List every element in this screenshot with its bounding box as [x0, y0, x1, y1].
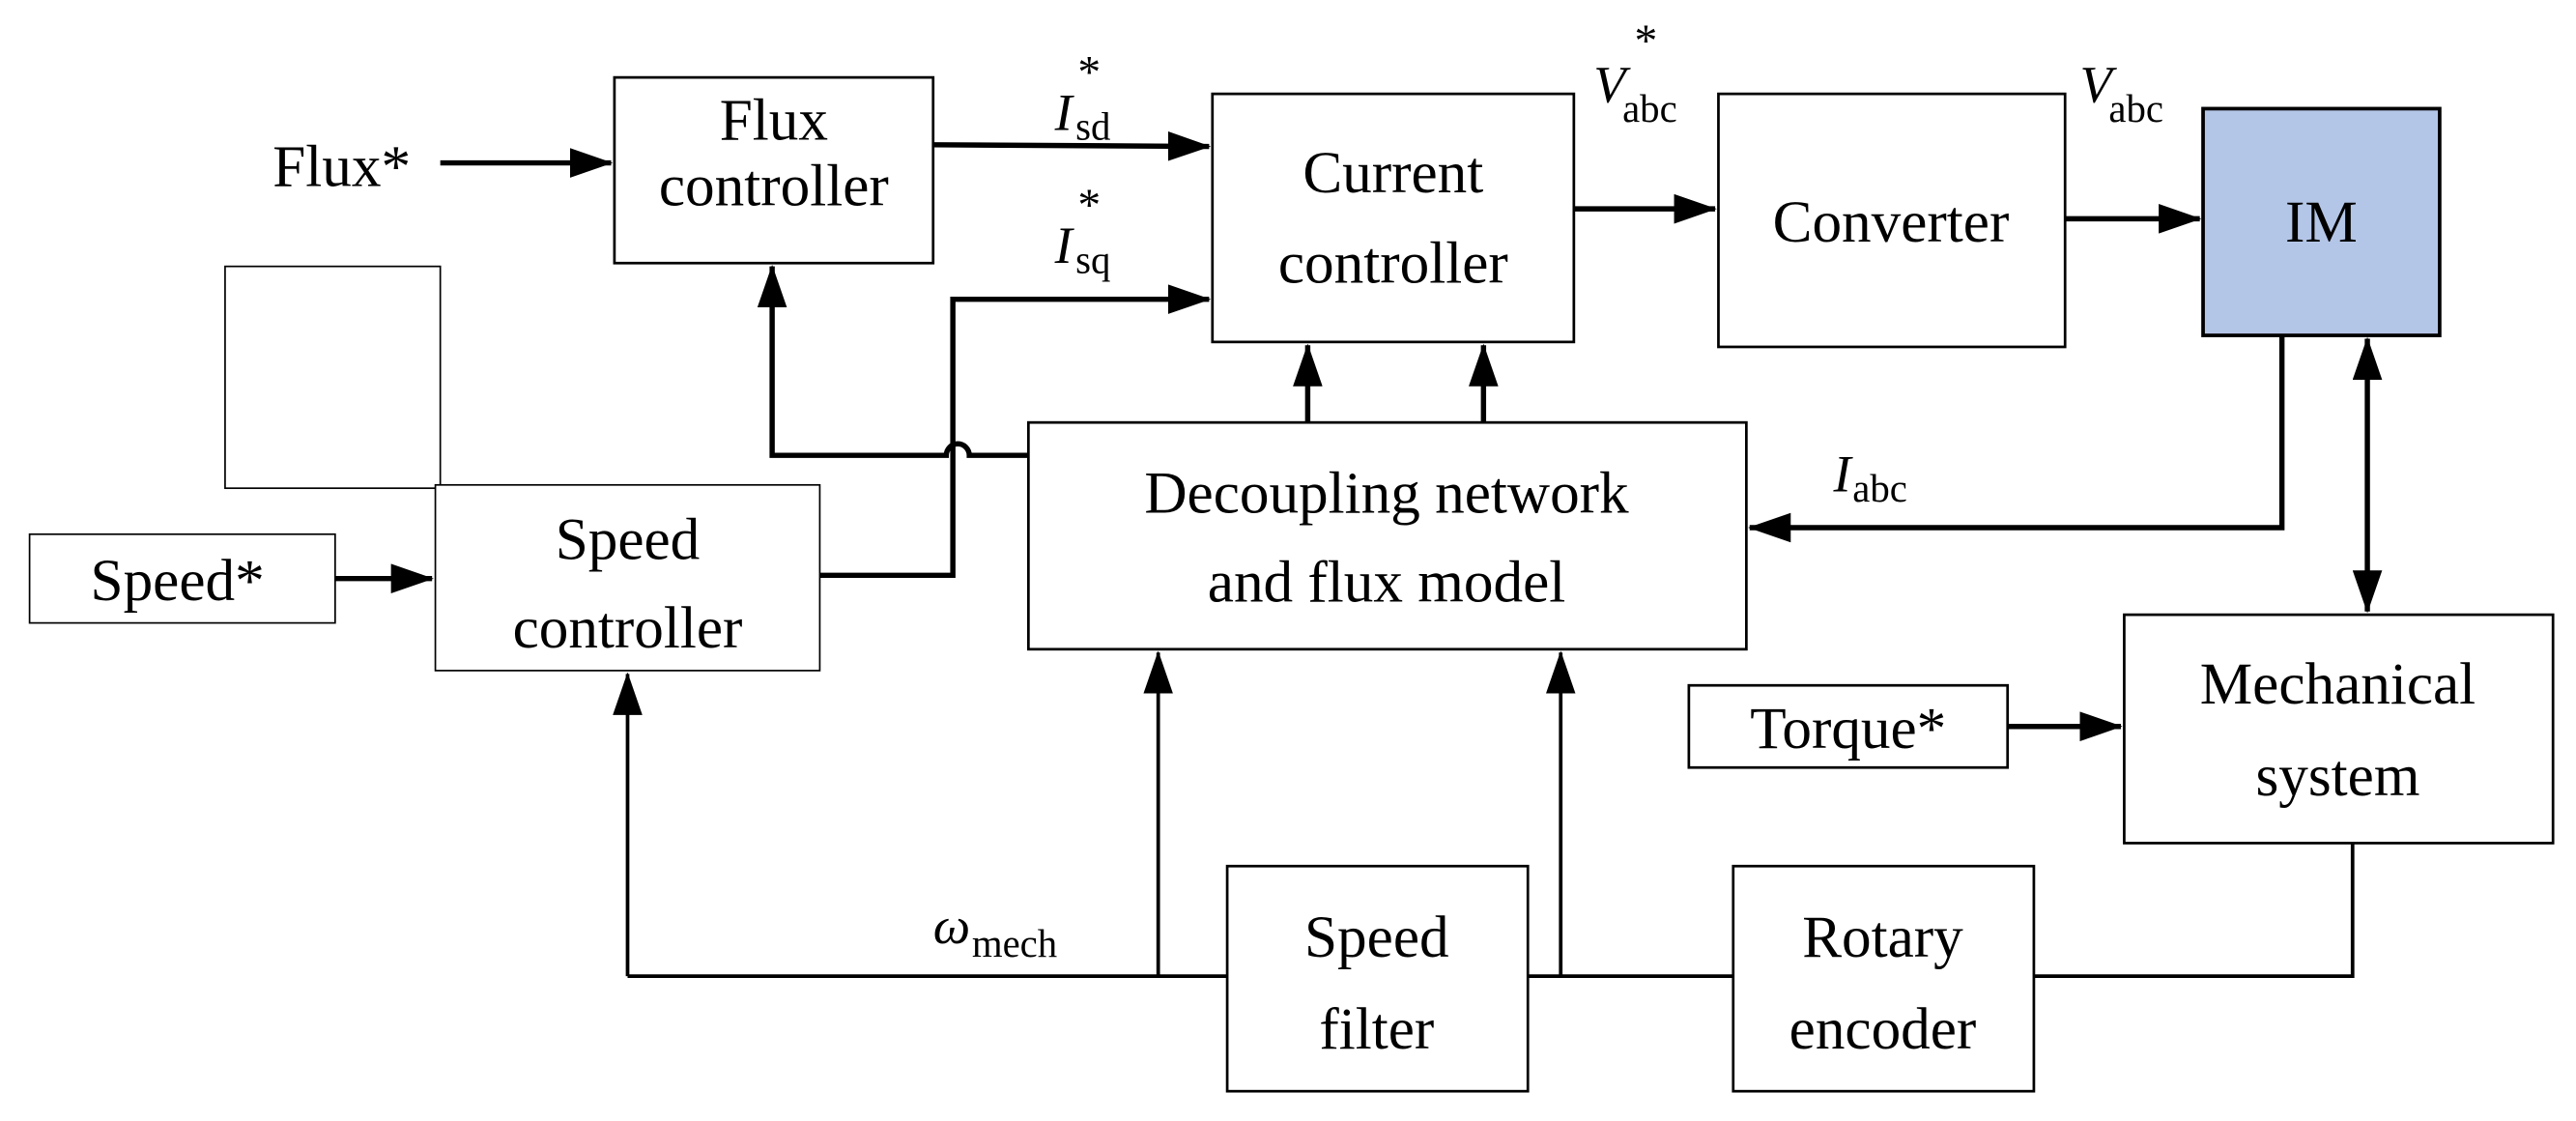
im-box — [2201, 106, 2442, 337]
mechanical-label-1: Mechanical — [2200, 651, 2476, 717]
current-controller-label-2: controller — [1278, 231, 1508, 297]
torque-ref-block: Torque* — [1687, 683, 2010, 769]
converter-label: Converter — [1773, 189, 2010, 255]
im-block: IM — [2201, 106, 2442, 337]
speed-filter-label-1: Speed — [1304, 905, 1449, 970]
rotary-encoder-label-2: encoder — [1789, 996, 1977, 1062]
flux-ref-label: Flux* — [272, 133, 411, 199]
speed-filter-block: Speed filter — [1225, 864, 1530, 1093]
signal-vabc: Vabc — [2080, 56, 2163, 130]
signal-iabc: Iabc — [1832, 446, 1906, 510]
rotary-encoder-block: Rotary encoder — [1732, 864, 2036, 1093]
speed-controller-block: Speed controller — [434, 483, 821, 672]
rotary-encoder-label-1: Rotary — [1802, 905, 1963, 970]
decoupling-block: Decoupling network and flux model — [1026, 420, 1748, 651]
wire-decoupling-to-flux-controller — [757, 264, 1029, 458]
signal-omega-mech: ωmech — [933, 897, 1057, 965]
im-label: IM — [2285, 189, 2358, 255]
signal-vabc-ref: Vabc* — [1593, 16, 1676, 130]
decoupling-label-2: and flux model — [1208, 550, 1565, 616]
speed-ref-label: Speed* — [91, 548, 265, 614]
current-controller-block: Current controller — [1211, 92, 1576, 344]
speed-ref-block: Speed* — [28, 532, 336, 624]
flux-controller-label-1: Flux — [720, 88, 828, 154]
wire-isq-ref — [819, 284, 1212, 579]
speed-controller-label-2: controller — [513, 595, 743, 661]
flux-controller-block: Flux controller — [613, 75, 935, 265]
wire-iabc — [1748, 335, 2285, 543]
speed-controller-label-1: Speed — [556, 506, 701, 572]
flux-controller-label-2: controller — [659, 154, 889, 219]
flux-ref-block: Flux* — [224, 133, 442, 490]
mechanical-system-block: Mechanical system — [2123, 613, 2555, 845]
speed-filter-label-2: filter — [1319, 996, 1434, 1062]
connections — [334, 130, 2383, 979]
wire-mechanical-to-encoder — [2033, 843, 2355, 979]
mechanical-label-2: system — [2255, 743, 2419, 809]
decoupling-label-1: Decoupling network — [1144, 461, 1629, 527]
current-controller-label-1: Current — [1302, 140, 1483, 206]
converter-block: Converter — [1717, 92, 2067, 349]
wire-isd-ref — [932, 130, 1212, 161]
torque-ref-label: Torque* — [1750, 696, 1946, 762]
